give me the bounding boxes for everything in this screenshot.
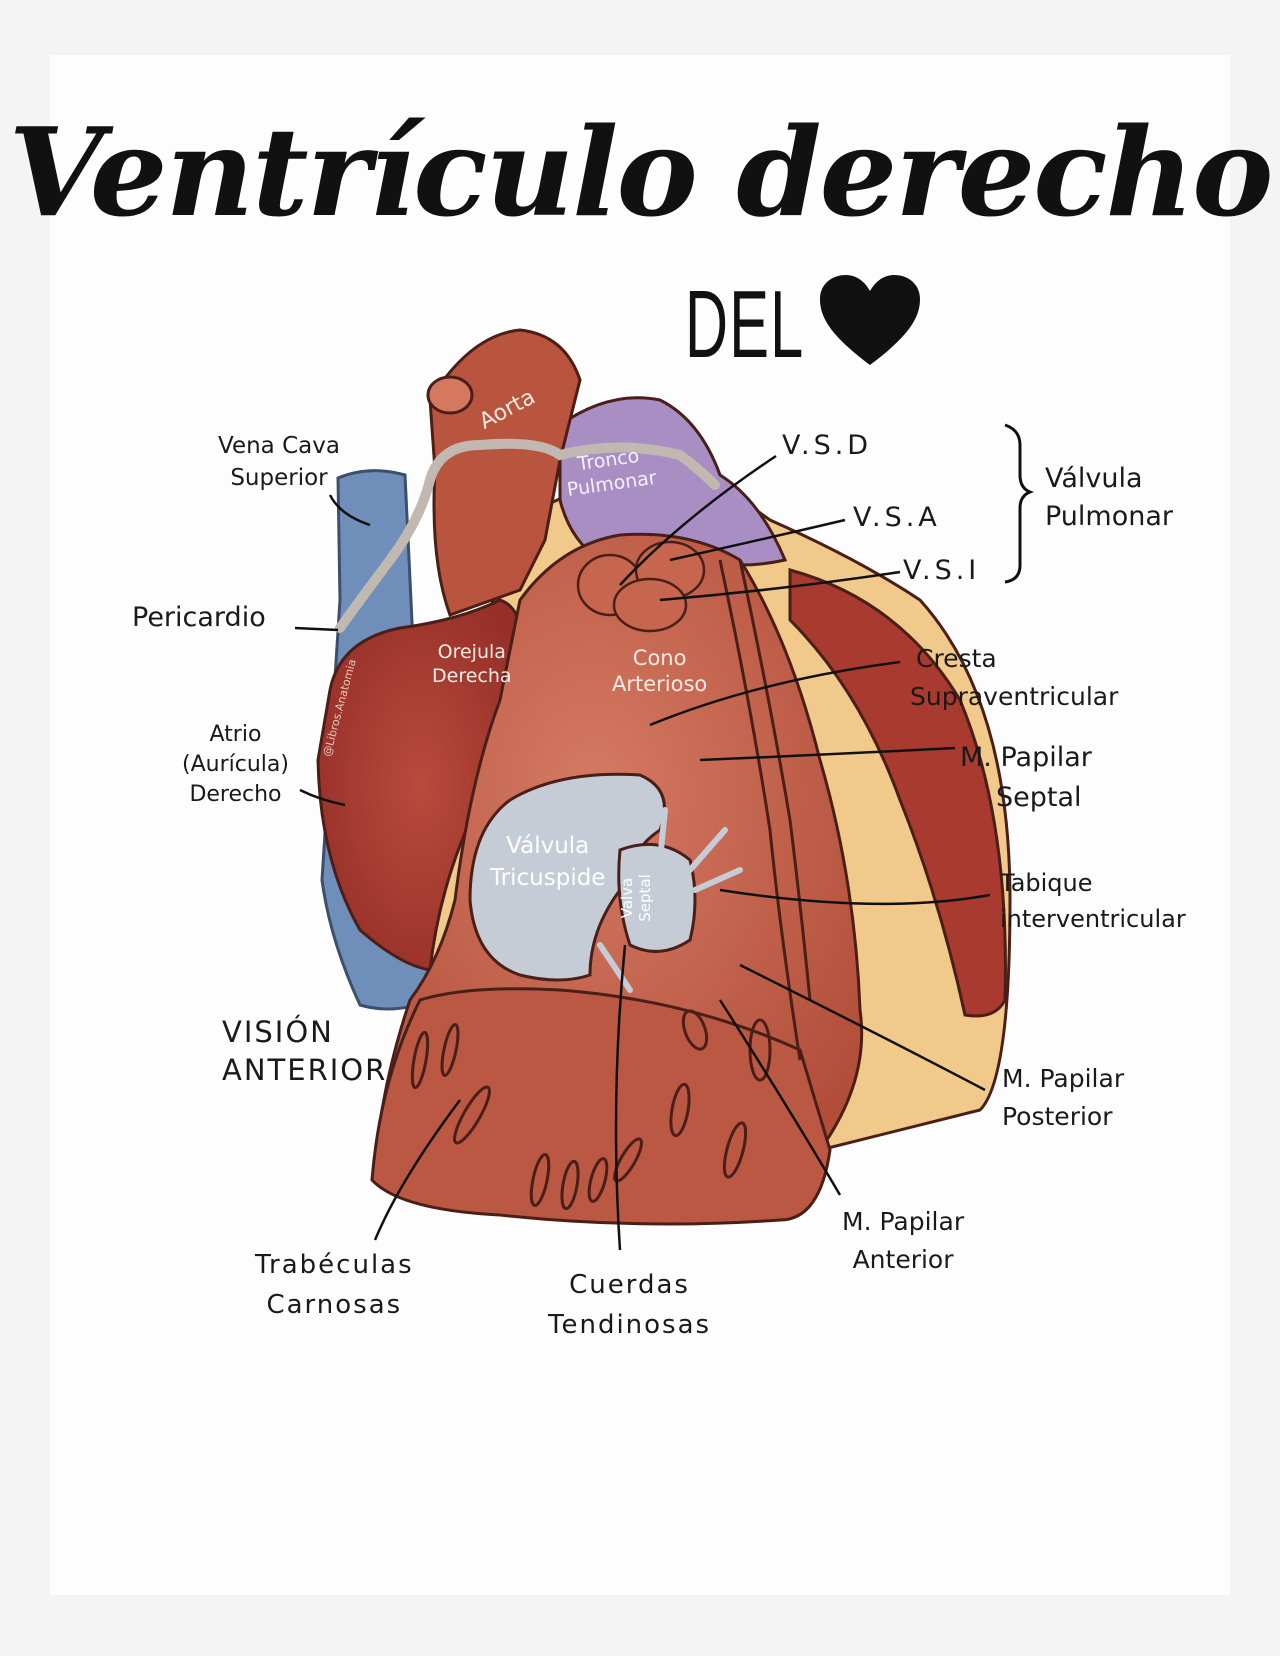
label-tabique-interventricular: Tabique interventricular [1000, 869, 1186, 933]
label-orejula-derecha: Orejula Derecha [432, 641, 512, 687]
label-atrio-derecho: Atrio (Aurícula) Derecho [182, 722, 289, 807]
label-cuerdas-tendinosas: Cuerdas Tendinosas [548, 1270, 712, 1340]
label-papilar-posterior: M. Papilar Posterior [1002, 1064, 1125, 1131]
left-ventricle-shape [788, 568, 1007, 1018]
chordae-tendineae [597, 807, 743, 993]
label-valva-septal: Valva Septal [617, 874, 654, 922]
label-papilar-septal: M. Papilar Septal [960, 742, 1092, 813]
label-valvula-pulmonar: Válvula Pulmonar [1045, 463, 1173, 532]
page-title: Ventrículo derecho [8, 100, 1273, 244]
label-vsd: V.S.D [782, 430, 873, 461]
tricuspid-valve-shape [468, 772, 666, 982]
label-vision-anterior: VISIÓN ANTERIOR [222, 1015, 388, 1087]
leader-lines [294, 454, 991, 1251]
label-valvula-tricuspide: Válvula Tricuspide [490, 833, 606, 891]
valve-bracket [1004, 423, 1035, 584]
label-pericardio: Pericardio [132, 602, 266, 633]
label-trabeculas-carnosas: Trabéculas Carnosas [255, 1250, 414, 1320]
label-vsi: V.S.I [903, 555, 981, 586]
label-cresta-supraventricular: Cresta Supraventricular [910, 644, 1119, 711]
pulmonary-valve-cusps [576, 540, 706, 633]
label-vsa: V.S.A [853, 502, 941, 533]
heart-icon [820, 275, 920, 365]
label-papilar-anterior: M. Papilar Anterior [842, 1207, 965, 1274]
pericardium-line [335, 438, 720, 633]
trabeculae-carneae [410, 1009, 772, 1211]
septal-cusp-shape [617, 842, 697, 953]
label-cono-arterioso: Cono Arterioso [612, 646, 708, 696]
lower-ventricle-shape [370, 987, 832, 1226]
page-subtitle: DEL [685, 271, 805, 378]
label-vena-cava-superior: Vena Cava Superior [218, 433, 340, 491]
